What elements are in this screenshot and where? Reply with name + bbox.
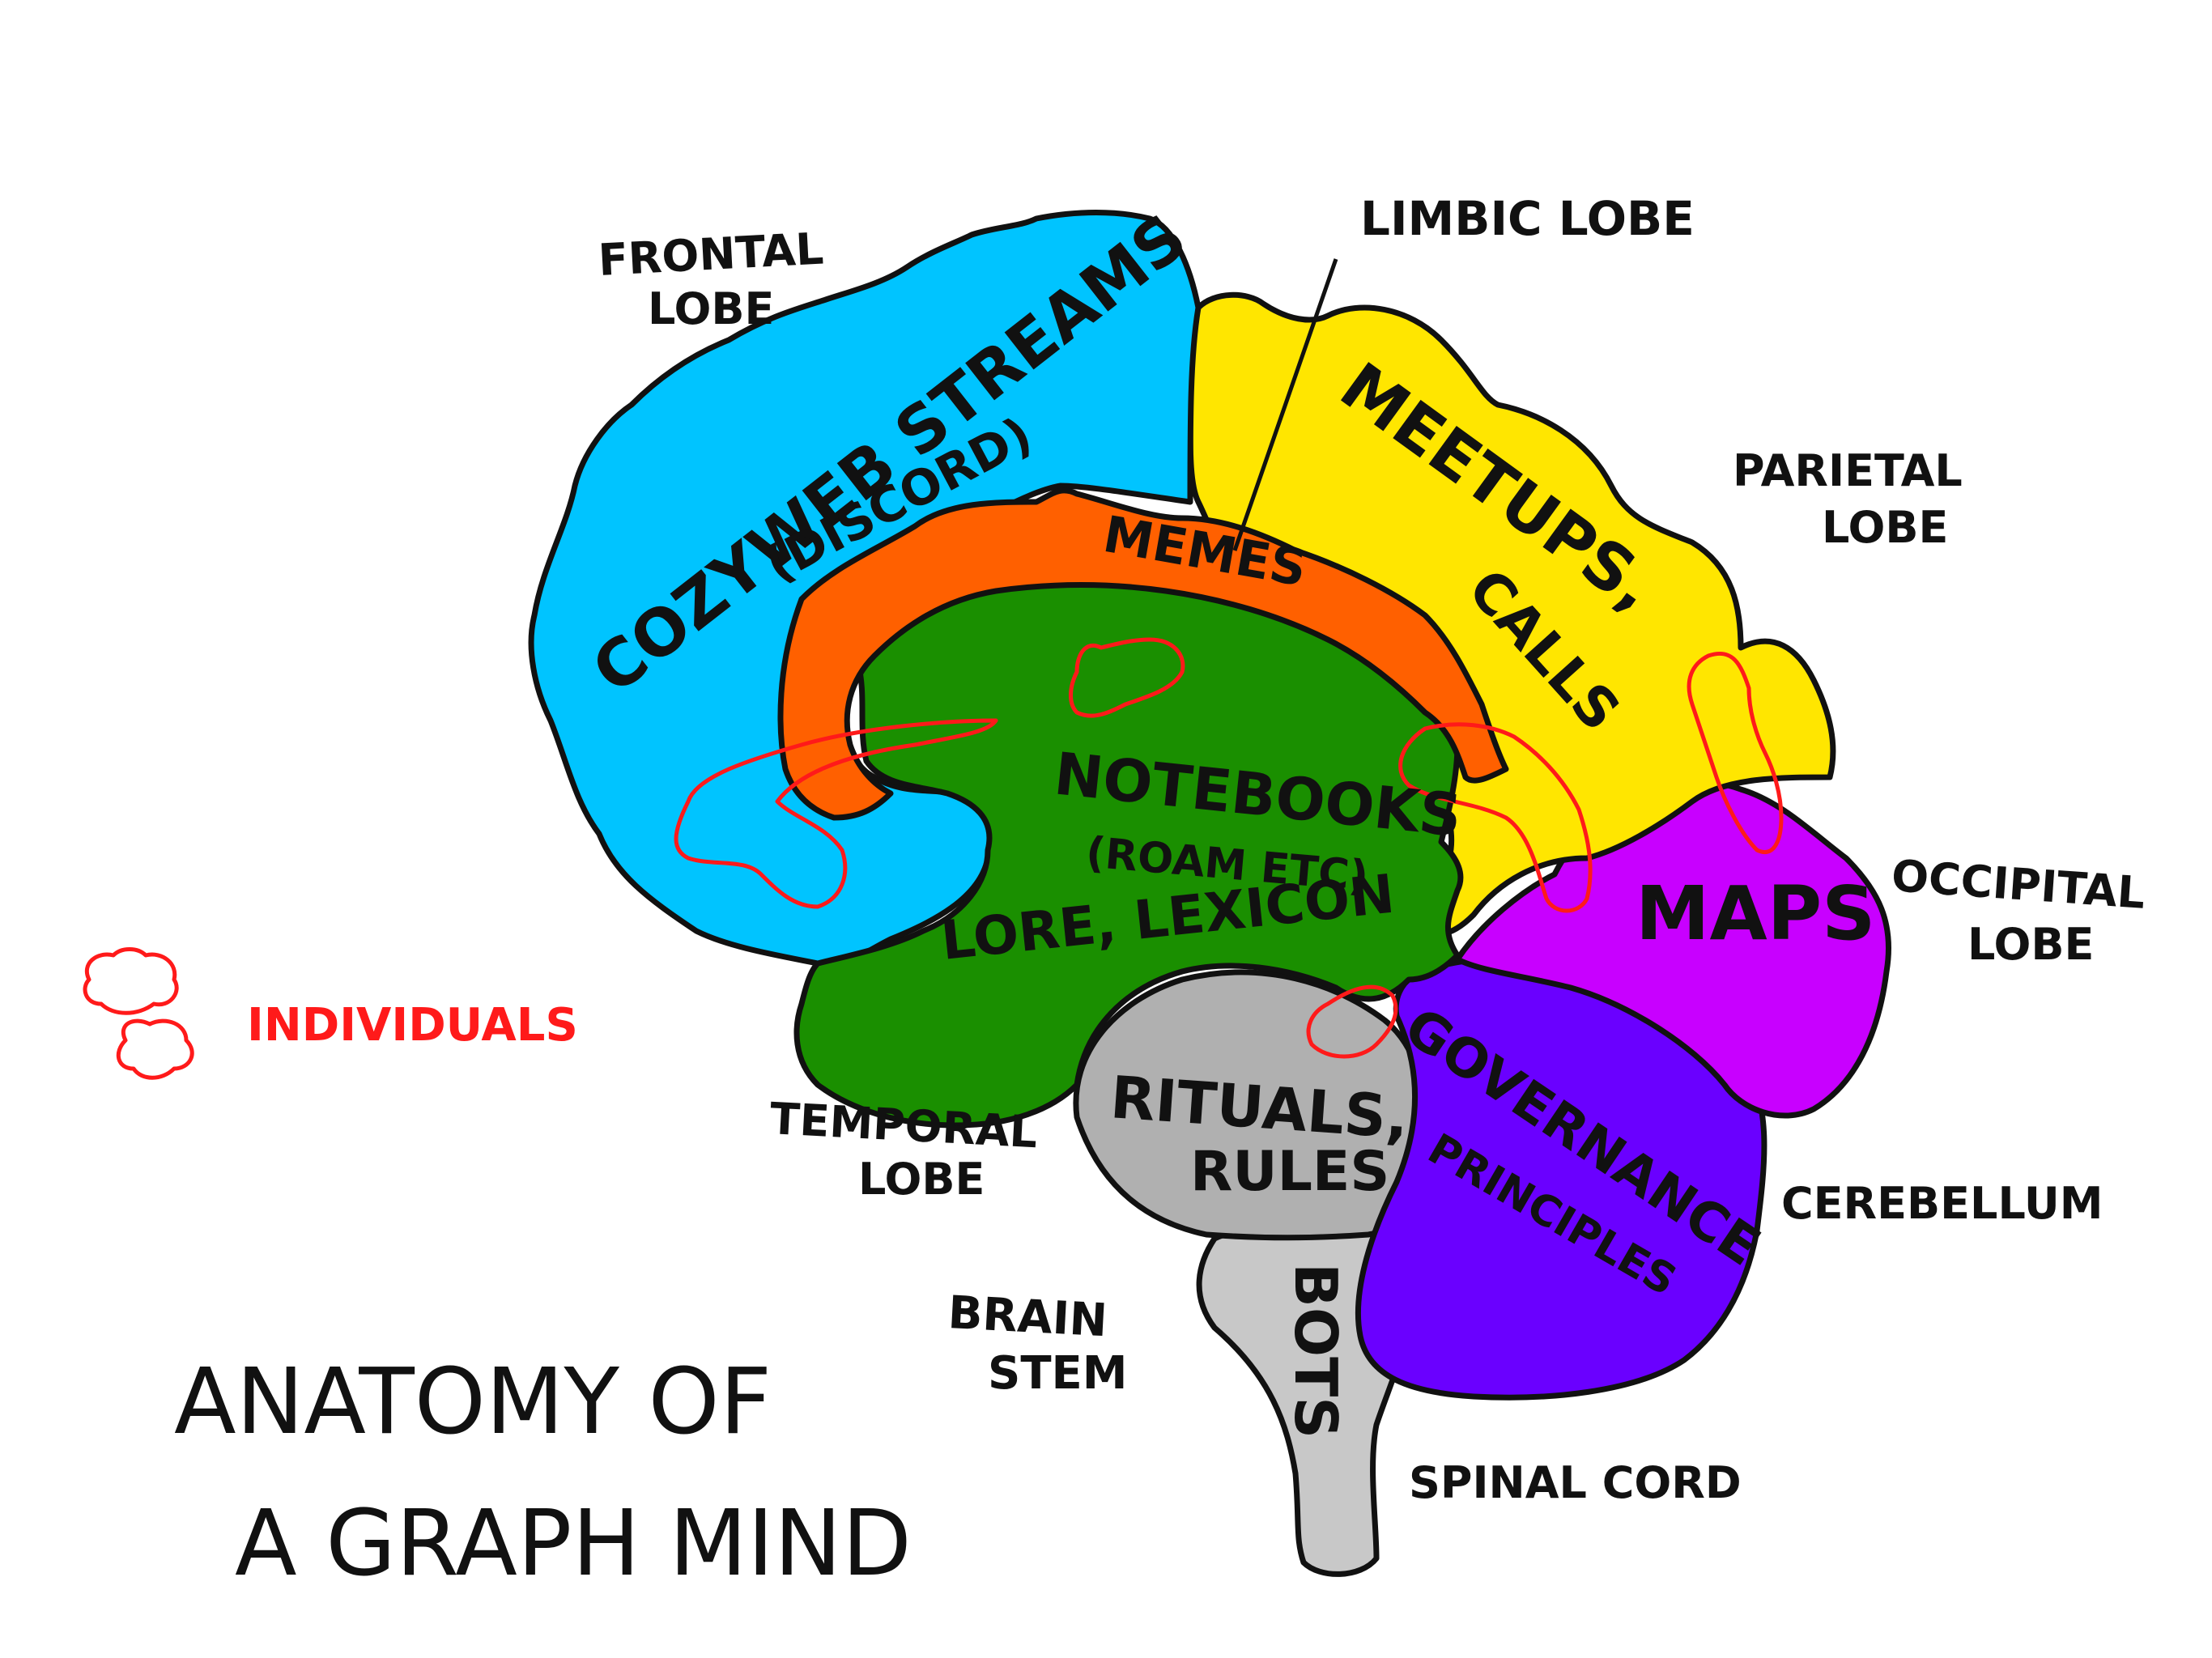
occipital-lobe-line2: LOBE bbox=[1967, 919, 2094, 970]
cerebellum-label: CEREBELLUM bbox=[1781, 1178, 2104, 1229]
temporal-lobe-label: TEMPORAL LOBE bbox=[768, 1093, 1039, 1205]
frontal-lobe-label: FRONTAL LOBE bbox=[597, 223, 824, 334]
legend-label: INDIVIDUALS bbox=[247, 999, 578, 1052]
occipital-lobe-line1: OCCIPITAL bbox=[1890, 850, 2146, 919]
individual-loop bbox=[674, 718, 998, 909]
brain-stem-line2: STEM bbox=[988, 1347, 1128, 1400]
frontal-lobe-line2: LOBE bbox=[648, 283, 774, 334]
individual-loop bbox=[1398, 722, 1593, 913]
occipital-region-label: MAPS bbox=[1636, 870, 1875, 957]
brainstem-upper-region-sublabel: RULES bbox=[1190, 1140, 1389, 1204]
individual-loop bbox=[1687, 651, 1784, 854]
legend-loop bbox=[116, 1018, 194, 1080]
region-limbic bbox=[777, 487, 1509, 821]
individual-loop bbox=[1069, 637, 1185, 718]
parietal-lobe-line2: LOBE bbox=[1822, 502, 1948, 553]
title-line1: ANATOMY OF bbox=[174, 1350, 772, 1455]
temporal-lobe-line2: LOBE bbox=[858, 1154, 985, 1205]
spinal-cord-label: SPINAL CORD bbox=[1409, 1457, 1742, 1508]
brain-stem-label: BRAIN STEM bbox=[946, 1286, 1127, 1400]
legend-loop bbox=[83, 947, 179, 1015]
title-line2: A GRAPH MIND bbox=[235, 1491, 912, 1596]
frontal-lobe-line1: FRONTAL bbox=[597, 223, 824, 285]
parietal-lobe-line1: PARIETAL bbox=[1733, 445, 1963, 496]
brainstem-lower-region-label: BOTS bbox=[1282, 1263, 1350, 1439]
occipital-lobe-label: OCCIPITAL LOBE bbox=[1890, 850, 2146, 970]
individual-loop bbox=[1306, 984, 1398, 1059]
limbic-lobe-label: LIMBIC LOBE bbox=[1360, 191, 1695, 246]
limbic-pointer-line bbox=[1232, 258, 1338, 551]
parietal-lobe-label: PARIETAL LOBE bbox=[1733, 445, 1963, 553]
brain-stem-line1: BRAIN bbox=[946, 1286, 1108, 1347]
